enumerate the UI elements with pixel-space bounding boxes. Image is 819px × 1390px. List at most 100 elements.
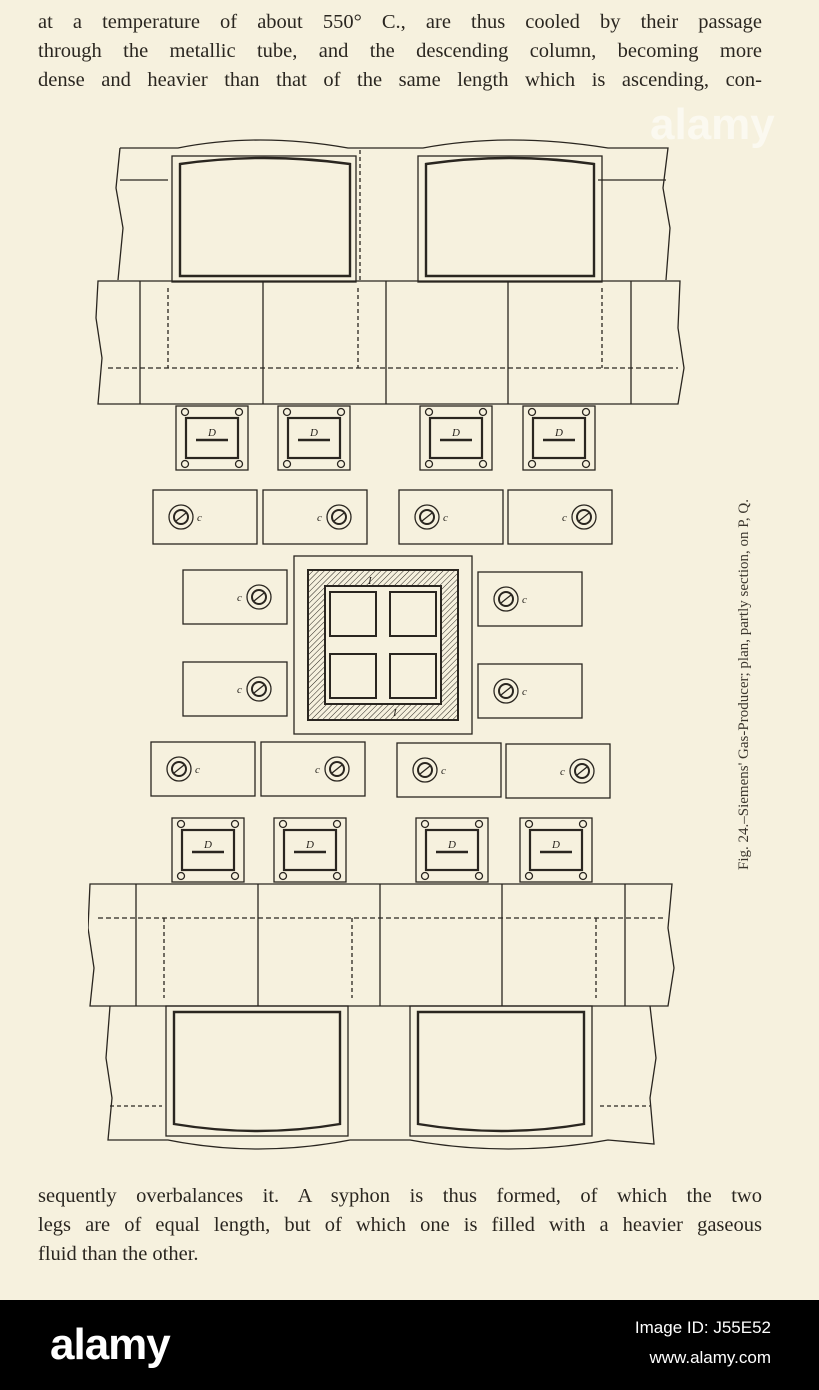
bottom-wall-outline xyxy=(105,1005,657,1150)
door-plate xyxy=(424,828,480,872)
door-plate xyxy=(282,828,338,872)
valve-disc-icon xyxy=(331,509,347,525)
door-plate xyxy=(531,416,587,460)
bolt-icon xyxy=(230,871,240,881)
bolt-icon xyxy=(581,459,591,469)
valve-disc-icon xyxy=(251,589,267,605)
valve-block-frame xyxy=(398,489,504,545)
bolt-icon xyxy=(420,871,430,881)
charging-door: D xyxy=(277,405,351,471)
door-label: D xyxy=(447,839,456,851)
figure-caption: Fig. 24.–Siemens' Gas-Producer; plan, pa… xyxy=(736,499,752,870)
bolt-icon xyxy=(234,407,244,417)
door-label: D xyxy=(203,839,212,851)
bolt-icon xyxy=(474,819,484,829)
valve-disc-icon xyxy=(576,509,592,525)
valve-block-frame xyxy=(150,741,256,797)
bolt-icon xyxy=(278,871,288,881)
bottom-firebox-left-inner xyxy=(172,1010,342,1133)
bolt-icon xyxy=(478,459,488,469)
top-hopper-band xyxy=(95,280,685,405)
valve-label: c xyxy=(562,512,567,524)
brand-logo[interactable]: alamy xyxy=(50,1320,171,1369)
text-line: legs are of equal length, but of which o… xyxy=(38,1214,762,1236)
valve-stem xyxy=(175,512,187,522)
door-plate xyxy=(528,828,584,872)
section-label: I xyxy=(392,707,398,719)
valve-ring-icon xyxy=(324,756,350,782)
valve-block: c xyxy=(507,489,613,545)
bolt-icon xyxy=(180,459,190,469)
valve-block: c xyxy=(152,489,258,545)
valve-stem xyxy=(331,764,343,774)
bottom-firebox-left xyxy=(165,1005,349,1137)
valve-stem xyxy=(576,766,588,776)
top-firebox-right-inner xyxy=(424,156,596,278)
bottom-firebox-right xyxy=(409,1005,593,1137)
charging-door: D xyxy=(419,405,493,471)
top-wall-outline xyxy=(115,139,671,281)
chamber-cell xyxy=(329,653,377,699)
bolt-icon xyxy=(478,407,488,417)
door-label: D xyxy=(554,427,563,439)
bolt-icon xyxy=(527,459,537,469)
valve-block: c xyxy=(182,569,288,625)
valve-block: c xyxy=(262,489,368,545)
valve-ring-icon xyxy=(569,758,595,784)
door-plate xyxy=(428,416,484,460)
valve-block: c xyxy=(150,741,256,797)
valve-disc-icon xyxy=(329,761,345,777)
bolt-icon xyxy=(230,819,240,829)
charging-door: D xyxy=(415,817,489,883)
text-line: fluid than the other. xyxy=(38,1243,199,1265)
valve-disc-icon xyxy=(498,591,514,607)
bolt-icon xyxy=(524,871,534,881)
bolt-icon xyxy=(578,871,588,881)
bolt-icon xyxy=(278,819,288,829)
valve-stem xyxy=(500,594,512,604)
valve-label: c xyxy=(315,764,320,776)
charging-door: D xyxy=(175,405,249,471)
bolt-icon xyxy=(581,407,591,417)
door-frame xyxy=(519,817,593,883)
top-firebox-left xyxy=(171,155,357,283)
valve-block: c xyxy=(396,742,502,798)
valve-ring-icon xyxy=(246,676,272,702)
valve-stem xyxy=(421,512,433,522)
valve-disc-icon xyxy=(498,683,514,699)
valve-label: c xyxy=(522,594,527,606)
book-page: at a temperature of about 550° C., are t… xyxy=(38,11,775,1269)
valve-stem xyxy=(173,764,185,774)
text-line: through the metallic tube, and the desce… xyxy=(38,40,762,62)
valve-block-frame xyxy=(505,743,611,799)
paragraph-bottom: sequently overbalances it. A syphon is t… xyxy=(38,1182,762,1269)
bolt-icon xyxy=(336,459,346,469)
valve-label: c xyxy=(317,512,322,524)
bolt-icon xyxy=(420,819,430,829)
door-frame xyxy=(171,817,245,883)
valve-label: c xyxy=(237,684,242,696)
bolt-icon xyxy=(176,871,186,881)
valve-label: c xyxy=(560,766,565,778)
valve-ring-icon xyxy=(326,504,352,530)
bottom-hopper-band xyxy=(88,883,675,1007)
door-frame xyxy=(277,405,351,471)
valve-stem xyxy=(253,592,265,602)
door-label: D xyxy=(207,427,216,439)
charging-door: D xyxy=(519,817,593,883)
door-frame xyxy=(522,405,596,471)
door-frame xyxy=(415,817,489,883)
door-label: D xyxy=(309,427,318,439)
valve-disc-icon xyxy=(417,762,433,778)
valve-label: c xyxy=(441,765,446,777)
bolt-icon xyxy=(424,459,434,469)
valve-block-frame xyxy=(507,489,613,545)
charging-door: D xyxy=(522,405,596,471)
chamber-cell xyxy=(389,653,437,699)
valve-block-frame xyxy=(262,489,368,545)
bolt-icon xyxy=(176,819,186,829)
valve-stem xyxy=(253,684,265,694)
valve-ring-icon xyxy=(246,584,272,610)
chamber-outer-frame xyxy=(293,555,473,735)
site-link[interactable]: www.alamy.com xyxy=(649,1348,771,1367)
